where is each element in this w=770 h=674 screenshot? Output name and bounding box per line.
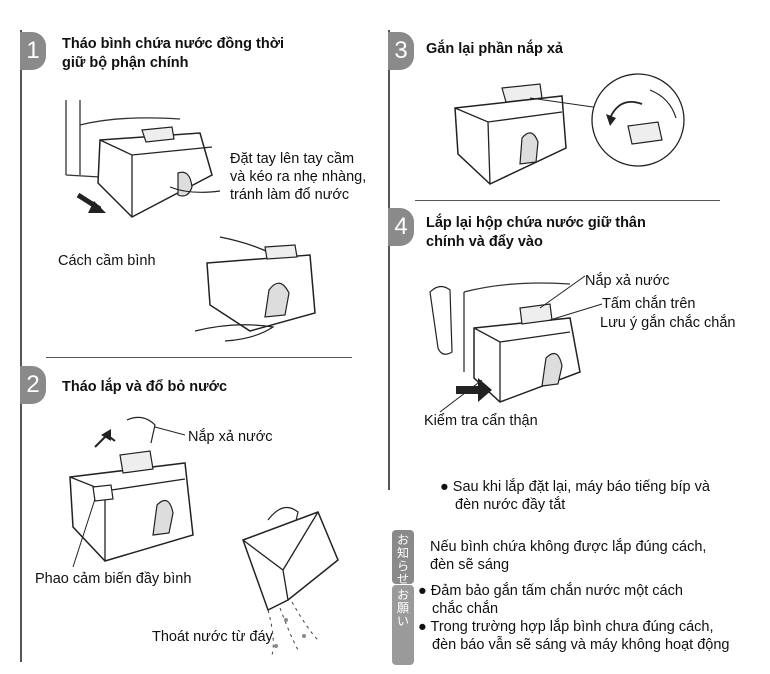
left-border [20, 30, 22, 662]
step-1-hold-label: Cách cầm bình [58, 253, 156, 269]
step-3-title: Gắn lại phần nắp xả [426, 41, 563, 57]
bullet-icon: ● [440, 479, 453, 495]
step-1-pull-illustration [65, 100, 221, 218]
step-4-attach-label: Lưu ý gắn chắc chắn [600, 315, 736, 331]
info-text: Nếu bình chứa không được lắp đúng cách, … [430, 539, 707, 573]
request-tag: お願い [392, 585, 414, 665]
request-list: ● Đảm bảo gắn tấm chắn nước một cách chắ… [418, 583, 730, 653]
step-3-cap-illustration [454, 73, 685, 185]
divider-step1-step2 [46, 357, 352, 358]
step-4-plate-label: Tấm chắn trên [602, 296, 696, 312]
step-4-check-label: Kiểm tra cẩn thận [424, 413, 538, 429]
step-1-title: Tháo bình chứa nước đồng thời giữ bộ phậ… [62, 36, 285, 71]
step-2-tank-illustration [69, 416, 194, 568]
step-2-drain-illustration [242, 506, 339, 656]
step-4-cap-label: Nắp xả nước [585, 273, 670, 289]
step-1-instruction: Đặt tay lên tay cầm và kéo ra nhẹ nhàng,… [230, 151, 367, 203]
after-install-note: ● Sau khi lắp đặt lại, máy báo tiếng bíp… [440, 479, 710, 513]
step-3-badge: 3 [388, 32, 414, 70]
divider-step3-step4 [415, 200, 720, 201]
step-1-hold-illustration [194, 236, 316, 342]
step-2-drain-label: Thoát nước từ đáy [152, 629, 273, 645]
step-4-title: Lắp lại hộp chứa nước giữ thân chính và … [426, 215, 646, 250]
center-divider [388, 30, 390, 490]
step-2-float-label: Phao cảm biến đầy bình [35, 571, 192, 587]
info-tag: お知らせ [392, 530, 414, 586]
bullet-icon: ● [418, 619, 431, 635]
step-2-cap-label: Nắp xả nước [188, 429, 273, 445]
step-4-insert-illustration [429, 275, 603, 413]
step-2-title: Tháo lắp và đổ bỏ nước [62, 379, 228, 395]
step-1-badge: 1 [20, 32, 46, 70]
step-4-badge: 4 [388, 208, 414, 246]
bullet-icon: ● [418, 583, 431, 599]
step-2-badge: 2 [20, 366, 46, 404]
